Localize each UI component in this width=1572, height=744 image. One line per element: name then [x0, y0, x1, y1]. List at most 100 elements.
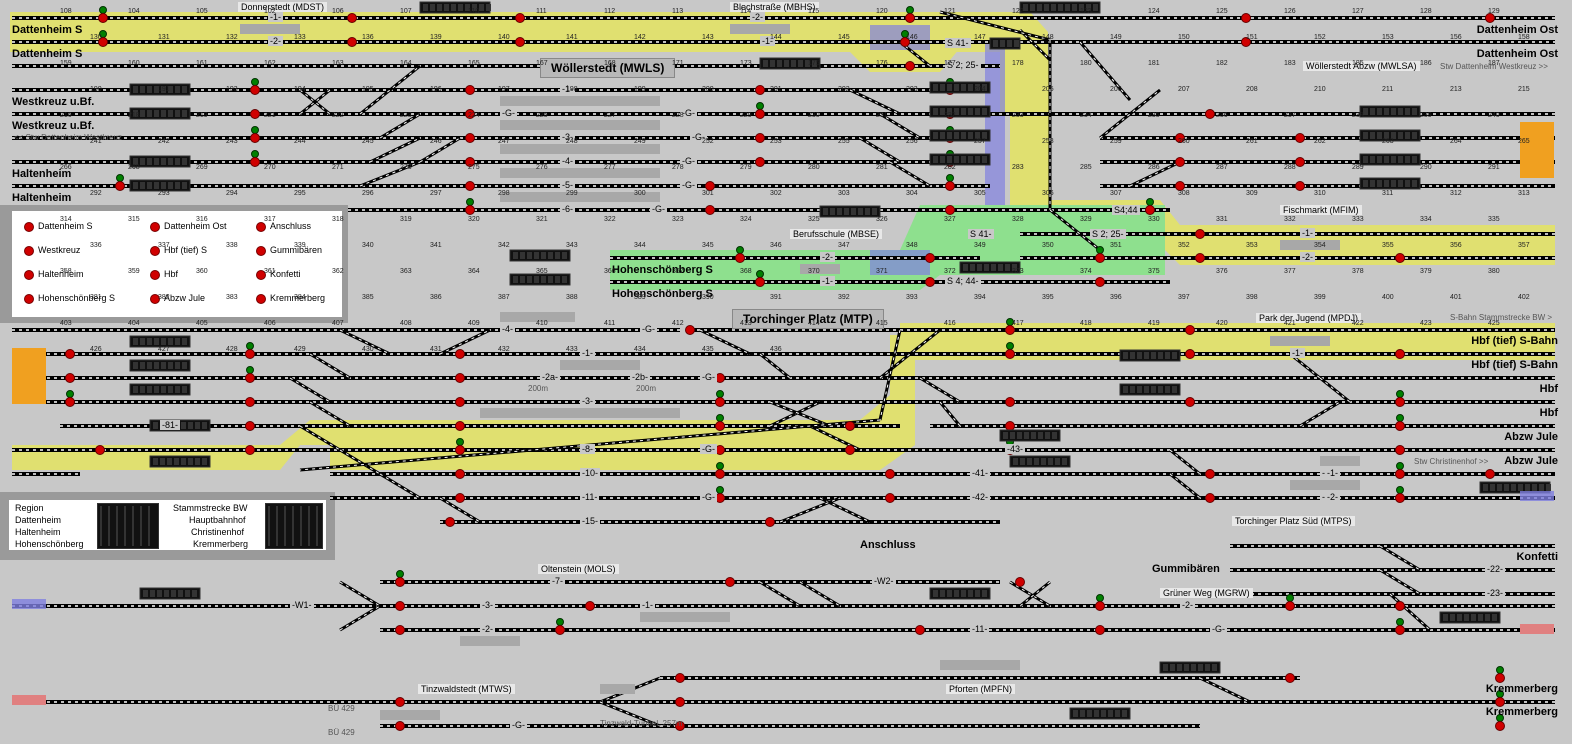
signal-lamp[interactable] — [555, 625, 565, 635]
signal-lamp[interactable] — [445, 517, 455, 527]
signal-lamp-green[interactable] — [1096, 594, 1104, 602]
signal-lamp[interactable] — [1175, 181, 1185, 191]
signal-lamp[interactable] — [705, 205, 715, 215]
signal-lamp[interactable] — [1485, 469, 1495, 479]
signal-lamp[interactable] — [395, 577, 405, 587]
signal-lamp[interactable] — [685, 325, 695, 335]
signal-lamp[interactable] — [715, 469, 725, 479]
signal-lamp[interactable] — [905, 61, 915, 71]
signal-lamp[interactable] — [250, 85, 260, 95]
signal-lamp[interactable] — [515, 13, 525, 23]
signal-lamp[interactable] — [1395, 469, 1405, 479]
signal-lamp[interactable] — [455, 421, 465, 431]
signal-lamp[interactable] — [1205, 469, 1215, 479]
signal-lamp[interactable] — [465, 157, 475, 167]
signal-lamp[interactable] — [395, 601, 405, 611]
signal-lamp[interactable] — [945, 205, 955, 215]
signal-lamp[interactable] — [245, 421, 255, 431]
signal-lamp[interactable] — [465, 85, 475, 95]
signal-lamp[interactable] — [1495, 673, 1505, 683]
signal-lamp-green[interactable] — [556, 618, 564, 626]
signal-lamp-green[interactable] — [1146, 198, 1154, 206]
signal-lamp-green[interactable] — [716, 390, 724, 398]
signal-lamp[interactable] — [755, 109, 765, 119]
signal-lamp[interactable] — [395, 625, 405, 635]
signal-lamp[interactable] — [705, 181, 715, 191]
signal-lamp-green[interactable] — [246, 342, 254, 350]
signal-lamp[interactable] — [845, 445, 855, 455]
signal-lamp-green[interactable] — [716, 414, 724, 422]
signal-lamp-green[interactable] — [456, 438, 464, 446]
signal-lamp[interactable] — [1005, 397, 1015, 407]
signal-lamp[interactable] — [675, 721, 685, 731]
signal-lamp[interactable] — [1485, 13, 1495, 23]
signal-lamp[interactable] — [455, 373, 465, 383]
signal-lamp[interactable] — [925, 277, 935, 287]
signal-lamp-green[interactable] — [1396, 462, 1404, 470]
signal-lamp-green[interactable] — [906, 6, 914, 14]
signal-lamp-green[interactable] — [1396, 390, 1404, 398]
signal-lamp[interactable] — [465, 133, 475, 143]
signal-lamp-green[interactable] — [251, 150, 259, 158]
signal-lamp[interactable] — [885, 469, 895, 479]
signal-lamp[interactable] — [250, 109, 260, 119]
signal-lamp[interactable] — [585, 601, 595, 611]
signal-lamp[interactable] — [945, 181, 955, 191]
signal-lamp[interactable] — [1295, 133, 1305, 143]
signal-lamp-green[interactable] — [1096, 246, 1104, 254]
signal-lamp[interactable] — [65, 349, 75, 359]
signal-lamp[interactable] — [65, 373, 75, 383]
signal-lamp[interactable] — [1005, 325, 1015, 335]
signal-lamp[interactable] — [1395, 601, 1405, 611]
signal-lamp[interactable] — [455, 397, 465, 407]
signal-lamp-green[interactable] — [1396, 618, 1404, 626]
signal-lamp-green[interactable] — [756, 270, 764, 278]
signal-lamp[interactable] — [455, 349, 465, 359]
signal-lamp[interactable] — [1205, 109, 1215, 119]
signal-lamp[interactable] — [900, 37, 910, 47]
signal-lamp[interactable] — [925, 253, 935, 263]
signal-lamp[interactable] — [1285, 601, 1295, 611]
signal-lamp[interactable] — [1005, 421, 1015, 431]
signal-lamp[interactable] — [755, 157, 765, 167]
signal-lamp-green[interactable] — [1396, 414, 1404, 422]
signal-lamp[interactable] — [755, 277, 765, 287]
signal-lamp-green[interactable] — [466, 198, 474, 206]
signal-lamp[interactable] — [115, 181, 125, 191]
signal-lamp[interactable] — [1395, 253, 1405, 263]
signal-lamp[interactable] — [250, 133, 260, 143]
signal-lamp-green[interactable] — [99, 6, 107, 14]
signal-lamp-green[interactable] — [66, 390, 74, 398]
signal-lamp[interactable] — [245, 373, 255, 383]
signal-lamp[interactable] — [1395, 445, 1405, 455]
signal-lamp[interactable] — [1145, 205, 1155, 215]
signal-lamp[interactable] — [250, 157, 260, 167]
signal-lamp[interactable] — [1195, 253, 1205, 263]
signal-lamp-green[interactable] — [736, 246, 744, 254]
signal-lamp[interactable] — [1395, 625, 1405, 635]
signal-lamp-green[interactable] — [1496, 666, 1504, 674]
signal-lamp[interactable] — [465, 205, 475, 215]
signal-lamp[interactable] — [455, 445, 465, 455]
signal-lamp[interactable] — [1095, 601, 1105, 611]
signal-lamp[interactable] — [455, 469, 465, 479]
signal-lamp[interactable] — [1295, 181, 1305, 191]
signal-lamp-green[interactable] — [246, 366, 254, 374]
signal-lamp[interactable] — [1185, 397, 1195, 407]
signal-lamp[interactable] — [1241, 37, 1251, 47]
signal-lamp[interactable] — [1495, 697, 1505, 707]
signal-lamp-green[interactable] — [116, 174, 124, 182]
signal-lamp[interactable] — [1095, 625, 1105, 635]
signal-lamp[interactable] — [755, 85, 765, 95]
signal-lamp[interactable] — [1241, 13, 1251, 23]
signal-lamp[interactable] — [725, 577, 735, 587]
signal-lamp[interactable] — [1395, 397, 1405, 407]
signal-lamp[interactable] — [755, 133, 765, 143]
signal-lamp-green[interactable] — [396, 570, 404, 578]
signal-lamp[interactable] — [515, 37, 525, 47]
signal-lamp[interactable] — [1195, 229, 1205, 239]
signal-lamp[interactable] — [905, 13, 915, 23]
signal-lamp[interactable] — [465, 109, 475, 119]
signal-lamp[interactable] — [1175, 157, 1185, 167]
signal-lamp[interactable] — [1495, 721, 1505, 731]
